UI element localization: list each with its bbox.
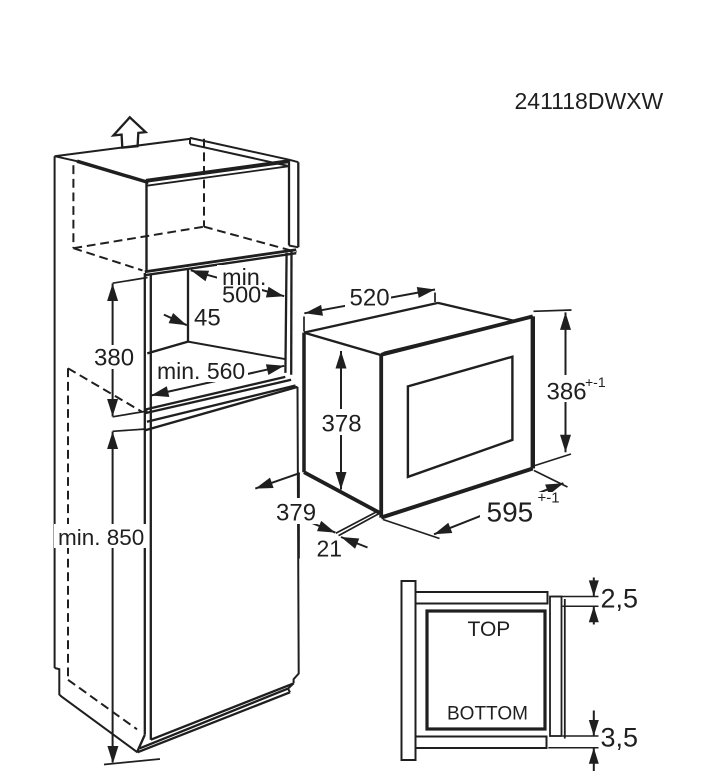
svg-text:TOP: TOP (468, 618, 511, 641)
svg-text:+-1: +-1 (585, 374, 606, 390)
svg-text:min.: min. (222, 264, 266, 290)
svg-text:2,5: 2,5 (601, 584, 639, 614)
svg-text:378: 378 (322, 411, 362, 438)
svg-text:379: 379 (276, 500, 316, 527)
svg-text:BOTTOM: BOTTOM (447, 704, 528, 725)
svg-text:386: 386 (547, 379, 587, 406)
svg-text:+-1: +-1 (538, 490, 560, 507)
svg-text:3,5: 3,5 (601, 723, 639, 753)
svg-text:min. 850: min. 850 (58, 525, 144, 550)
svg-text:45: 45 (194, 305, 221, 332)
svg-text:21: 21 (317, 536, 343, 562)
svg-text:500: 500 (222, 282, 261, 308)
svg-text:min. 560: min. 560 (157, 358, 245, 384)
svg-text:380: 380 (94, 345, 134, 372)
svg-text:241118DWXW: 241118DWXW (515, 88, 664, 114)
svg-text:520: 520 (350, 285, 390, 312)
svg-text:595: 595 (487, 497, 534, 528)
